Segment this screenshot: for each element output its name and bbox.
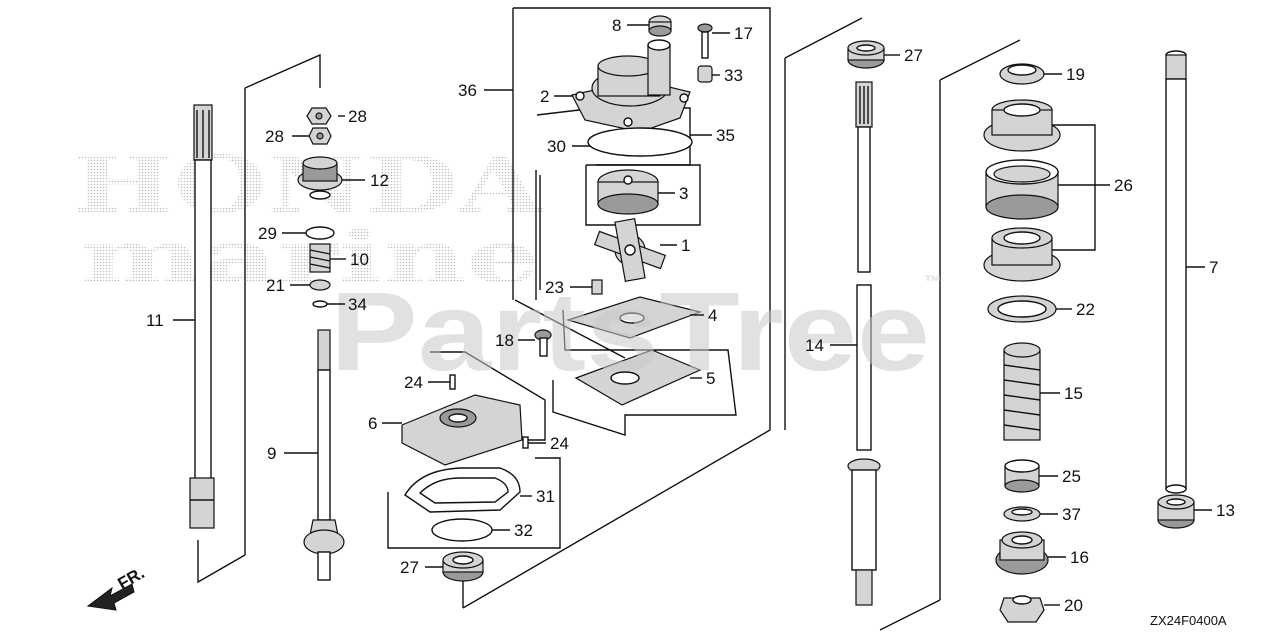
bolt-17: [697, 23, 713, 59]
pin-24-lower: [522, 436, 529, 449]
grommet-8: [648, 15, 672, 37]
callout-34: 34: [348, 295, 367, 314]
callout-6: 6: [368, 414, 377, 433]
callout-3: 3: [679, 184, 688, 203]
collar-33: [697, 65, 713, 83]
grommet-13: [1157, 494, 1195, 529]
callout-36: 36: [458, 81, 477, 100]
callout-13: 13: [1216, 501, 1235, 520]
shaft-9: [303, 329, 345, 581]
callout-22: 22: [1076, 300, 1095, 319]
callout-16: 16: [1070, 548, 1089, 567]
gear-16: [995, 531, 1049, 575]
o-ring-29: [305, 226, 335, 240]
callout-labels: 11 28 28 12 29 10 21 34 9 8 17 33 36 2 3…: [146, 16, 1235, 615]
callout-37: 37: [1062, 505, 1081, 524]
callout-15: 15: [1064, 384, 1083, 403]
bearing-26-upper: [983, 99, 1061, 152]
washer-21: [309, 279, 331, 291]
front-direction-arrow-icon: FR.: [86, 563, 148, 611]
gasket-31: [404, 467, 521, 513]
callout-14: 14: [805, 336, 824, 355]
pump-base-6: [401, 394, 523, 466]
trademark-mark: ™: [924, 272, 942, 292]
callout-28-upper: 28: [348, 107, 367, 126]
impeller-1: [593, 218, 667, 282]
bolt-18: [534, 329, 552, 357]
callout-28-lower: 28: [265, 127, 284, 146]
nut-19: [999, 63, 1045, 85]
drive-shaft-upper: [189, 104, 215, 529]
callout-27-upper: 27: [904, 46, 923, 65]
spring-15: [1003, 342, 1041, 441]
seal-27-lower: [442, 551, 484, 582]
callout-33: 33: [724, 66, 743, 85]
front-direction-label: FR.: [115, 563, 148, 593]
spring-10: [309, 243, 331, 273]
frame-gear-stack: [879, 39, 1021, 631]
callout-18: 18: [495, 331, 514, 350]
parts-site-watermark: PartsTree: [330, 269, 930, 394]
callout-24-lower: 24: [550, 434, 569, 453]
frame-gasket: [387, 457, 561, 549]
frame-propeller-shaft: [784, 17, 863, 430]
callout-32: 32: [514, 521, 533, 540]
callout-9: 9: [267, 444, 276, 463]
callout-31: 31: [536, 487, 555, 506]
callout-27-lower: 27: [400, 558, 419, 577]
bearing-26-lower: [983, 227, 1061, 282]
callout-35: 35: [716, 126, 735, 145]
frame-left-shaft: [197, 53, 321, 584]
seal-27-upper: [847, 40, 885, 69]
callout-29: 29: [258, 224, 277, 243]
callout-19: 19: [1066, 65, 1085, 84]
callout-20: 20: [1064, 596, 1083, 615]
pump-housing-2: [571, 39, 691, 133]
seal-30: [587, 127, 693, 157]
callout-1: 1: [681, 236, 690, 255]
callout-24-upper: 24: [404, 373, 423, 392]
callout-21: 21: [266, 276, 285, 295]
callout-17: 17: [734, 24, 753, 43]
gasket-5: [574, 349, 702, 406]
tube-7: [1165, 50, 1187, 494]
bearing-25: [1004, 459, 1040, 493]
callout-7: 7: [1209, 258, 1218, 277]
frame-plates: [552, 309, 737, 436]
callout-30: 30: [547, 137, 566, 156]
nut-20: [999, 595, 1045, 623]
plate-4: [565, 296, 703, 339]
shaft-14: [847, 81, 881, 606]
frame-impeller: [585, 164, 701, 226]
liner-3: [597, 169, 659, 215]
callout-8: 8: [612, 16, 621, 35]
callout-12: 12: [370, 171, 389, 190]
nut-28-lower: [308, 127, 332, 145]
callout-10: 10: [350, 250, 369, 269]
frame-base: [430, 351, 546, 441]
clip-34: [312, 300, 328, 308]
shim-22: [987, 295, 1057, 323]
drawing-code: ZX24F0400A: [1150, 613, 1227, 628]
clip-37: [1003, 506, 1041, 522]
callout-25: 25: [1062, 467, 1081, 486]
race-26: [985, 159, 1059, 220]
callout-11: 11: [146, 311, 164, 330]
leader-lines: [173, 24, 1212, 606]
nut-28-upper: [306, 107, 332, 125]
callout-2: 2: [540, 87, 549, 106]
callout-5: 5: [706, 369, 715, 388]
callout-23: 23: [545, 278, 564, 297]
o-ring-32: [431, 518, 493, 542]
callout-4: 4: [708, 306, 717, 325]
callout-26: 26: [1114, 176, 1133, 195]
